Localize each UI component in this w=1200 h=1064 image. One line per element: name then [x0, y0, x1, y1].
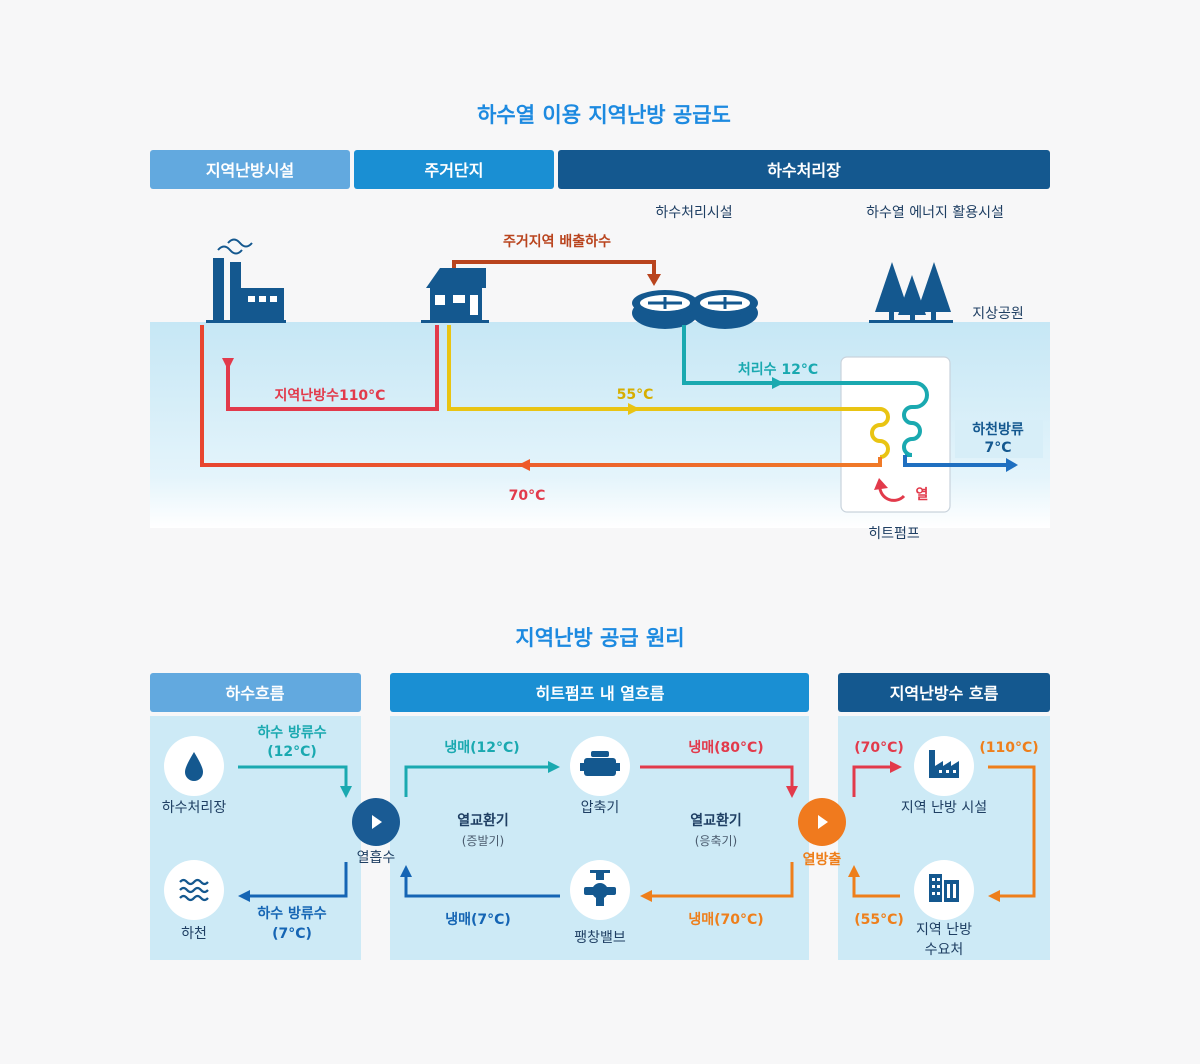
- compressor-label: 압축기: [581, 800, 620, 816]
- refrig-7-label: 냉매(7°C): [445, 912, 511, 928]
- heat-pump-label: 히트펌프: [868, 526, 920, 542]
- treatment-tank-icon: [632, 290, 758, 329]
- t70-label: (70°C): [854, 740, 904, 756]
- heating-supply-arrow: [988, 765, 1036, 898]
- heating-in-arrow-head: [890, 761, 902, 773]
- sewage-discharge-pipe: [452, 260, 656, 278]
- compressor-icon: [580, 751, 620, 776]
- heat-label: 열: [916, 486, 929, 503]
- treated-water-label: 처리수 12°C: [738, 362, 818, 378]
- consumer-label-1: 지역 난방: [916, 922, 972, 938]
- section1-title: 하수열 이용 지역난방 공급도: [477, 103, 731, 127]
- heat-absorb-label: 열흡수: [357, 850, 396, 866]
- header-treatment-plant-label: 하수처리장: [767, 161, 841, 180]
- condenser-sub: (응축기): [695, 834, 737, 848]
- header-heating-facility: [150, 150, 350, 189]
- refrig-7-arrow-head: [400, 865, 412, 877]
- river-discharge-temp: 7°C: [984, 440, 1011, 456]
- return-55-arrow: [628, 403, 640, 415]
- park-label: 지상공원: [972, 306, 1024, 322]
- return-70-pipe: [200, 325, 882, 467]
- refrig-80-label: 냉매(80°C): [688, 740, 763, 756]
- tree-park-icon: [869, 262, 953, 323]
- condenser-label: 열교환기: [690, 812, 742, 829]
- play-icon: [372, 815, 382, 829]
- valve-icon: [584, 870, 616, 906]
- heating-water-arrow: [222, 358, 234, 370]
- section2-title: 지역난방 공급 원리: [515, 626, 684, 650]
- header-treatment-plant: [558, 150, 1050, 189]
- exp-valve-label: 팽창밸브: [574, 930, 626, 946]
- sewage-arrow-head: [647, 274, 661, 286]
- river-discharge-bg: [955, 420, 1043, 458]
- evaporator-sub: (증발기): [462, 834, 504, 848]
- header-sewage-flow-label: 하수흐름: [226, 684, 285, 703]
- house-icon: [421, 268, 489, 323]
- heating-in-arrow: [852, 765, 892, 797]
- temp-55-label: 55°C: [617, 387, 654, 403]
- header-heatpump-flow-label: 히트펌프 내 열흐름: [536, 684, 665, 703]
- discharge-in-arrow: [238, 765, 348, 788]
- wave-icon: [179, 878, 209, 902]
- refrig-12-label: 냉매(12°C): [444, 740, 519, 756]
- river-label: 하천: [181, 926, 207, 942]
- t110-label: (110°C): [979, 740, 1038, 756]
- header-heating-water-flow-label: 지역난방수 흐름: [890, 684, 999, 703]
- river-discharge-arrow: [1006, 458, 1018, 472]
- discharge-out-temp: (7°C): [272, 926, 312, 942]
- river-discharge-pipe: [903, 455, 1008, 467]
- t55-label: (55°C): [854, 912, 904, 928]
- heating-return-arrow: [852, 875, 900, 898]
- temp-70-label: 70°C: [509, 488, 546, 504]
- sewage-plant-label: 하수처리장: [162, 800, 227, 816]
- sub-energy-facility: 하수열 에너지 활용시설: [866, 205, 1004, 221]
- heating-facility-label: 지역 난방 시설: [901, 800, 987, 816]
- header-residential: [354, 150, 554, 189]
- header-heatpump-flow: [390, 673, 809, 712]
- evaporator-label: 열교환기: [457, 812, 509, 829]
- river-discharge-label: 하천방류: [972, 421, 1024, 438]
- sub-treatment-facility: 하수처리시설: [655, 205, 732, 221]
- refrig-80-arrow: [640, 765, 794, 788]
- water-drop-icon: [185, 752, 203, 781]
- discharge-in-label: 하수 방류수: [257, 724, 326, 741]
- header-heating-facility-label: 지역난방시설: [206, 161, 294, 180]
- section2-header-bar: 하수흐름 히트펌프 내 열흐름 지역난방수 흐름: [150, 673, 1050, 712]
- heating-water-pipe: [226, 325, 439, 411]
- treated-water-arrow: [772, 377, 784, 389]
- refrig-80-arrow-head: [786, 786, 798, 798]
- refrig-7-arrow: [404, 875, 560, 898]
- discharge-out-label: 하수 방류수: [257, 905, 326, 922]
- heating-water-label: 지역난방수110°C: [275, 387, 386, 404]
- heat-pump-box: [840, 356, 951, 513]
- heat-release-label: 열방출: [803, 851, 842, 868]
- refrig-70-label: 냉매(70°C): [688, 912, 763, 928]
- return-55-pipe: [447, 325, 890, 459]
- building-icon: [929, 874, 959, 902]
- treated-water-pipe: [682, 325, 929, 457]
- header-residential-label: 주거단지: [425, 161, 484, 180]
- refrig-70-arrow: [650, 862, 794, 898]
- header-heating-water-flow: [838, 673, 1050, 712]
- factory-icon: [206, 238, 286, 323]
- discharge-out-arrow-head: [238, 890, 250, 902]
- heating-return-arrow-head: [848, 865, 860, 877]
- discharge-in-arrow-head: [340, 786, 352, 798]
- header-sewage-flow: [150, 673, 361, 712]
- heating-supply-arrow-head: [988, 890, 1000, 902]
- play-icon-release: [818, 815, 828, 829]
- discharge-in-temp: (12°C): [267, 744, 317, 760]
- section1-header-bar: 지역난방시설 주거단지 하수처리장: [150, 150, 1050, 189]
- factory-small-icon: [929, 750, 959, 778]
- refrig-12-arrow-head: [548, 761, 560, 773]
- consumer-label-2: 수요처: [925, 942, 964, 958]
- refrig-12-arrow: [404, 765, 550, 797]
- refrig-70-arrow-head: [640, 890, 652, 902]
- sewage-discharge-label: 주거지역 배출하수: [503, 233, 611, 250]
- return-70-arrow: [518, 459, 530, 471]
- heat-arrow-head: [874, 478, 888, 490]
- discharge-out-arrow: [248, 862, 348, 898]
